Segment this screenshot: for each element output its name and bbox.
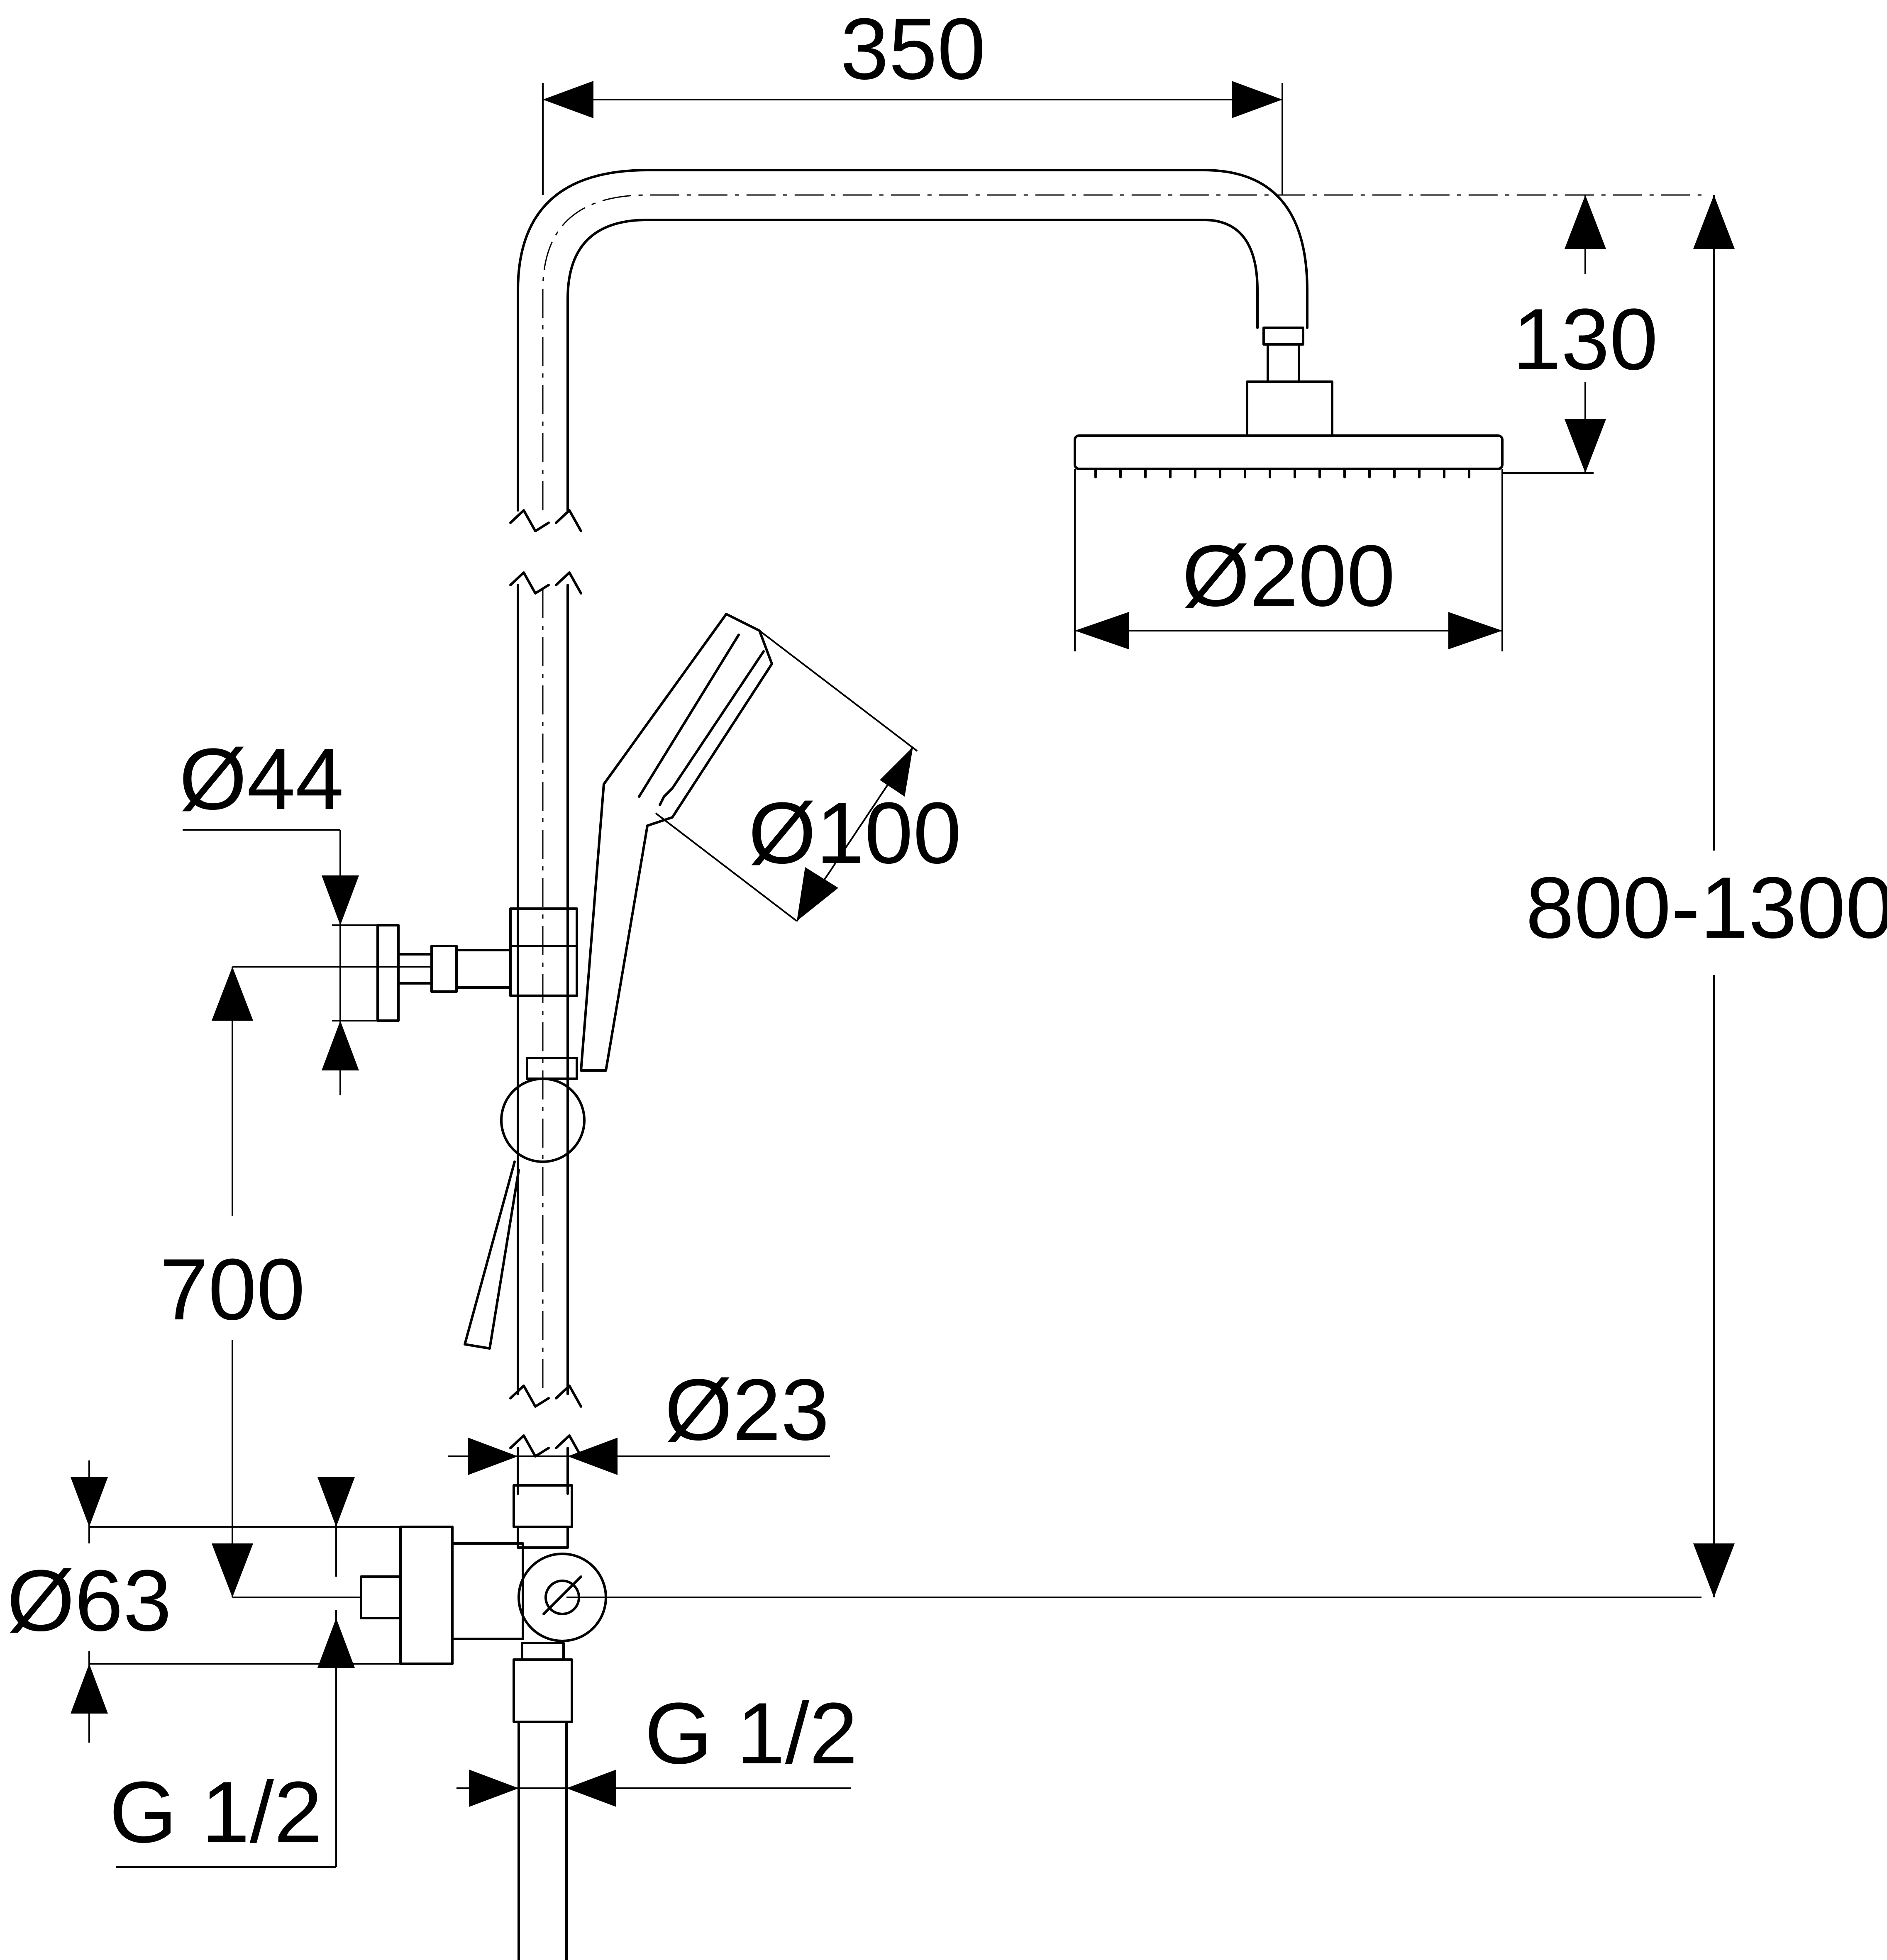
dimension-hand-shower-diameter: Ø100 [748,746,962,922]
dimension-inlet-thread: G 1/2 [109,1763,336,1868]
dimension-label-head-diameter: Ø200 [1182,527,1395,624]
dimension-height-range: 800-1300 [1526,195,1887,1597]
dimension-outlet-thread: G 1/2 [456,1685,858,1807]
dimension-label-130: 130 [1513,290,1658,388]
dimension-label-hand-diameter: Ø100 [748,784,962,882]
dimension-label-valve-diameter: Ø63 [7,1552,172,1649]
dimension-label-pipe-diameter: Ø23 [665,1361,830,1458]
riser-pipe [509,169,1701,1495]
mixing-valve [360,1484,1701,1960]
dimension-head-diameter: Ø200 [1074,469,1503,651]
dimension-label-700: 700 [160,1241,305,1338]
dimension-label-height-range: 800-1300 [1526,859,1887,956]
dimension-label-holder-diameter: Ø44 [179,730,344,828]
dimension-pipe-diameter: Ø23 [448,1361,830,1475]
dimension-label-outlet-thread: G 1/2 [644,1685,858,1782]
dimension-rail-height: 700 [160,967,361,1598]
overhead-shower-head [1074,327,1594,478]
dimension-head-drop: 130 [1513,195,1658,473]
dimension-label-350: 350 [840,0,986,98]
dimension-holder-diameter: Ø44 [179,730,432,1095]
slider-holder [376,907,586,1350]
hand-shower [580,613,918,1072]
dimension-arm-length: 350 [542,0,1283,195]
dimension-label-inlet-thread: G 1/2 [109,1763,322,1861]
dimension-valve-diameter: Ø63 [7,1460,400,1867]
